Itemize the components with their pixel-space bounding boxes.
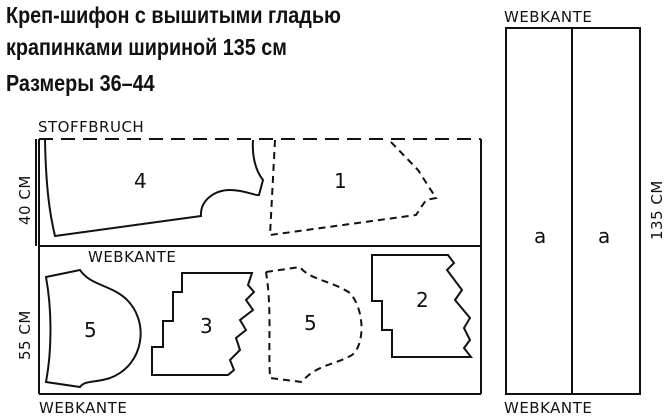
selvedge-bottom-label: WEBKANTE bbox=[39, 399, 127, 417]
piece-3-number: 3 bbox=[200, 314, 213, 338]
piece-a-right: a bbox=[598, 224, 610, 248]
right-width-label: 135 CM bbox=[648, 180, 666, 240]
fold-label: STOFFBRUCH bbox=[38, 118, 144, 136]
title-line-3: Размеры 36–44 bbox=[6, 70, 155, 96]
selvedge-middle-label: WEBKANTE bbox=[88, 248, 176, 266]
pattern-piece-5-mirrored bbox=[265, 265, 363, 384]
piece-2-number: 2 bbox=[416, 288, 429, 312]
right-selvedge-bottom-label: WEBKANTE bbox=[504, 399, 592, 417]
piece-5-number: 5 bbox=[84, 318, 97, 342]
piece-a-left: a bbox=[534, 224, 546, 248]
lower-height-label: 55 CM bbox=[16, 310, 34, 360]
title-line-2: крапинками шириной 135 см bbox=[6, 34, 287, 60]
upper-height-label: 40 CM bbox=[16, 175, 34, 225]
pattern-piece-2 bbox=[371, 254, 474, 358]
pattern-piece-4 bbox=[44, 139, 265, 238]
pattern-piece-3 bbox=[151, 272, 256, 376]
piece-1-number: 1 bbox=[334, 169, 347, 193]
pattern-piece-1 bbox=[268, 139, 438, 237]
pattern-piece-5 bbox=[44, 268, 142, 389]
right-selvedge-top-label: WEBKANTE bbox=[504, 8, 592, 26]
piece-5-mirrored-number: 5 bbox=[304, 311, 317, 335]
piece-4-number: 4 bbox=[134, 169, 147, 193]
title-line-1: Креп-шифон с вышитыми гладью bbox=[6, 2, 341, 28]
